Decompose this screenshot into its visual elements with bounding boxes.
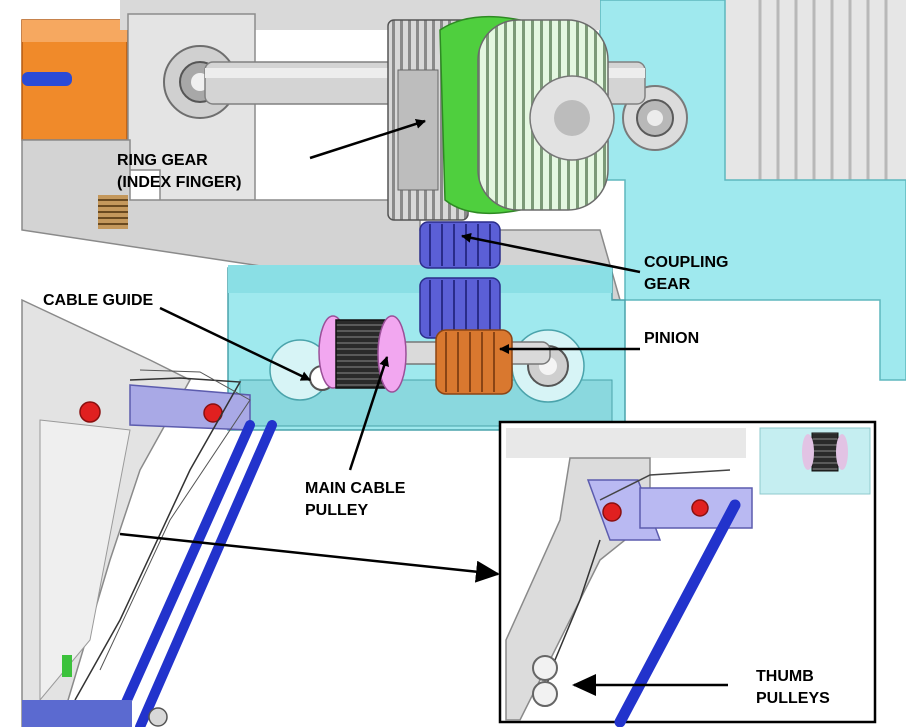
label-ring-gear-line2: (INDEX FINGER) [117, 174, 242, 191]
drum [718, 0, 906, 190]
arrow-coupling-gear [461, 232, 641, 274]
label-ring-gear: RING GEAR (INDEX FINGER) [117, 150, 241, 194]
spring [98, 195, 128, 229]
main-cable-pulley [318, 315, 407, 393]
label-coupling-gear-line2: GEAR [644, 276, 691, 293]
label-main-cable-pulley-line1: MAIN CABLE [305, 480, 406, 497]
label-pinion-line1: PINION [644, 330, 700, 347]
label-coupling-gear: COUPLING GEAR [644, 252, 728, 296]
red-pin [79, 401, 101, 423]
arrow-main-cable-pulley [348, 356, 389, 471]
inset-thumb-view [498, 420, 877, 727]
thumb-pulley-upper [532, 655, 558, 681]
arrow-cable-guide [159, 306, 311, 382]
internal-green-gear [439, 15, 615, 215]
blue-rod [110, 420, 255, 727]
label-thumb-pulleys-line2: PULLEYS [756, 690, 830, 707]
label-main-cable-pulley-line2: PULLEY [305, 502, 369, 519]
red-pin [691, 499, 709, 517]
label-cable-guide: CABLE GUIDE [43, 290, 153, 312]
pinion-gear [435, 329, 513, 395]
label-thumb-pulleys-line1: THUMB [756, 668, 814, 685]
thumb-pulley-lower [532, 681, 558, 707]
leader-arrows [119, 118, 728, 696]
coupling-gear [419, 221, 501, 339]
arrow-to-inset [119, 532, 500, 583]
label-ring-gear-line1: RING GEAR [117, 152, 208, 169]
arrow-ring-gear [309, 118, 426, 160]
label-coupling-gear-line1: COUPLING [644, 254, 729, 271]
label-pinion: PINION [644, 328, 699, 350]
blue-rod [135, 420, 277, 727]
label-main-cable-pulley: MAIN CABLE PULLEY [305, 478, 405, 522]
label-cable-guide-line1: CABLE GUIDE [43, 292, 154, 309]
motor-shaft [22, 72, 72, 86]
finger-linkage [21, 298, 277, 727]
label-thumb-pulleys: THUMB PULLEYS [756, 666, 830, 710]
red-pin [602, 502, 622, 522]
